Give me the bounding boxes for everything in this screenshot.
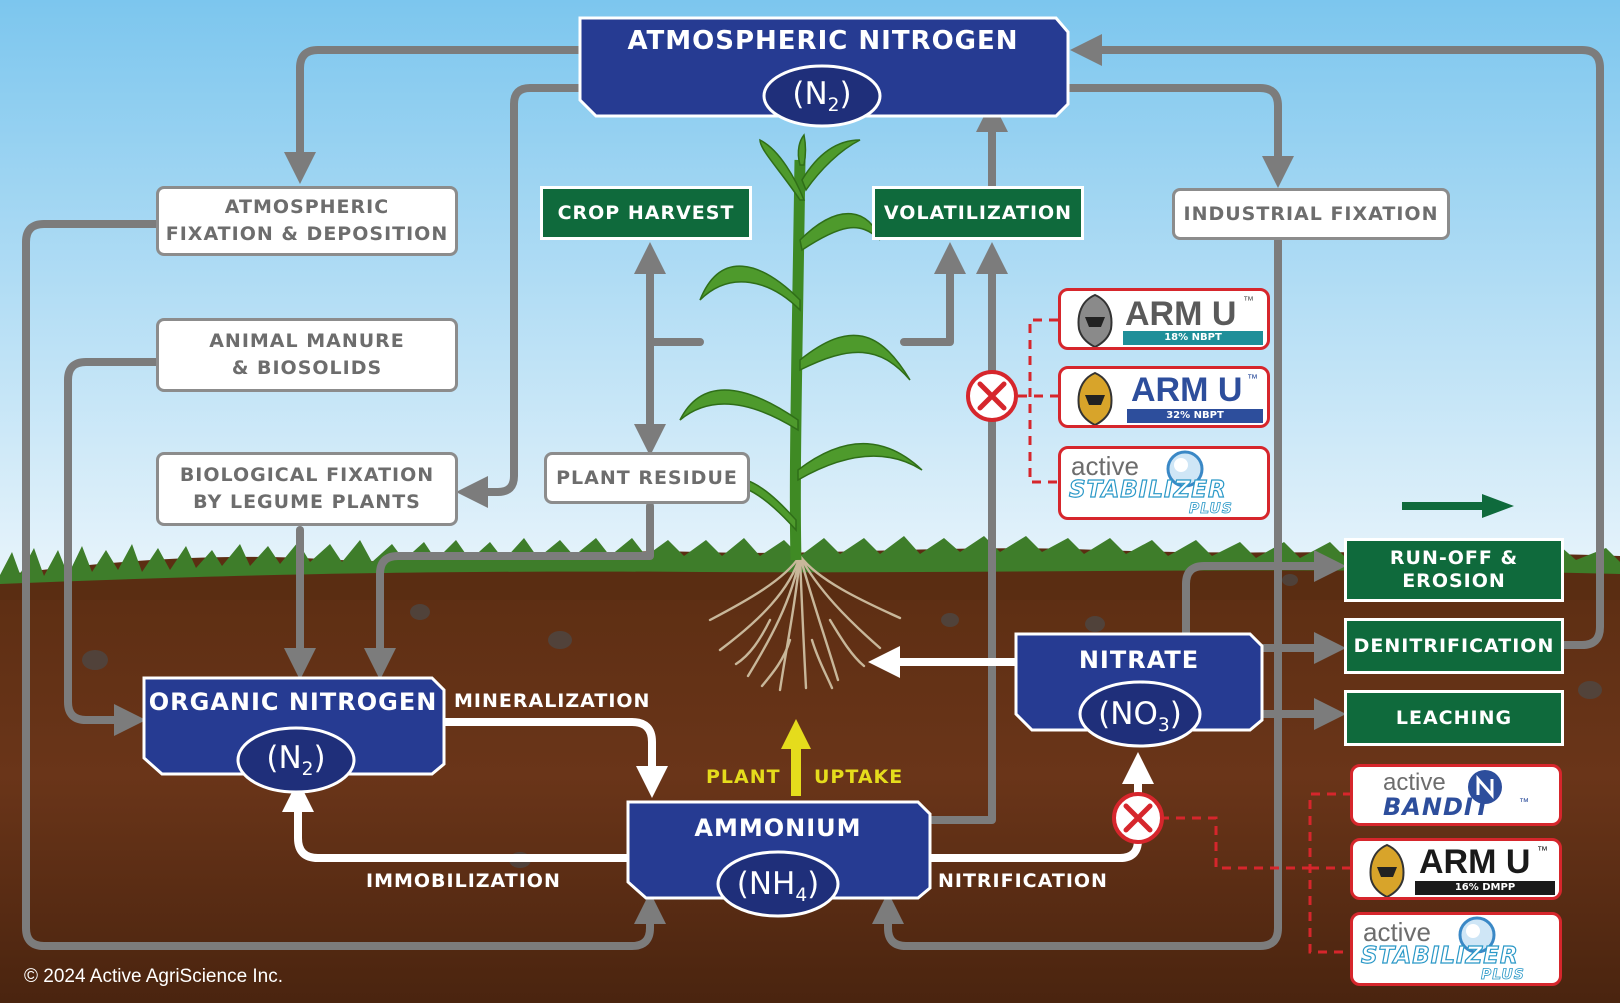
soil-stones — [82, 574, 1602, 868]
ammonium-formula: (NH4) — [736, 866, 820, 907]
arm-u-16-tag: 16% DMPP — [1415, 881, 1555, 895]
arrow-industrial-to-ammonium — [872, 232, 1282, 950]
arm-u-16-name: ARM U — [1419, 843, 1531, 881]
copyright: © 2024 Active AgriScience Inc. — [24, 966, 284, 987]
organic-nitrogen-box — [142, 676, 446, 794]
arrow-plant-to-volatilization — [900, 242, 966, 346]
plant-residue-box: PLANT RESIDUE — [544, 452, 750, 504]
industrial-fixation-box: INDUSTRIAL FIXATION — [1172, 188, 1450, 240]
arm-u-18-name: ARM U — [1125, 295, 1237, 333]
nitrification-label: NITRIFICATION — [938, 870, 1108, 892]
globe-n-icon — [1468, 770, 1502, 804]
product-arm-u-32: ARM U ™ 32% NBPT — [1058, 366, 1270, 428]
product-active-bandit: active BANDIT ™ — [1350, 764, 1562, 826]
roots — [708, 554, 902, 692]
white-flow-arrows — [282, 646, 1154, 862]
stabilizer-bottom-line1: active — [1363, 917, 1431, 947]
runoff-line2: EROSION — [1402, 570, 1506, 592]
stabilizer-bottom-line3: PLUS — [1481, 967, 1525, 983]
arm-u-32-name: ARM U — [1131, 371, 1243, 409]
runoff-box: RUN-OFF & EROSION — [1344, 538, 1564, 602]
atmospheric-fixation-box: ATMOSPHERIC FIXATION & DEPOSITION — [156, 186, 458, 256]
industrial-fixation-label: INDUSTRIAL FIXATION — [1183, 202, 1439, 225]
atmospheric-fixation-line2: FIXATION & DEPOSITION — [165, 223, 449, 245]
animal-manure-line2: & BIOSOLIDS — [231, 357, 383, 379]
arrow-manure-to-organic — [64, 358, 162, 736]
biological-fixation-box: BIOLOGICAL FIXATION BY LEGUME PLANTS — [156, 452, 458, 526]
stabilizer-top-line2: STABILIZER — [1068, 476, 1227, 503]
arrow-immobilization — [282, 780, 630, 862]
grass-dark-band — [0, 570, 1620, 600]
runoff-line1: RUN-OFF & — [1389, 547, 1519, 569]
denitrification-box: DENITRIFICATION — [1344, 618, 1564, 674]
biological-fixation-line1: BIOLOGICAL FIXATION — [179, 464, 435, 486]
animal-manure-box: ANIMAL MANURE & BIOSOLIDS — [156, 318, 458, 392]
arm-u-18-tag: 18% NBPT — [1123, 331, 1263, 345]
leaching-label: LEACHING — [1395, 706, 1513, 729]
atmospheric-fixation-line1: ATMOSPHERIC — [224, 196, 390, 218]
arm-u-16-tm: ™ — [1537, 845, 1548, 857]
arrow-residue-to-organic — [364, 502, 654, 680]
globe-icon — [1166, 450, 1204, 488]
mineralization-label: MINERALIZATION — [454, 690, 651, 712]
arrow-mineralization — [444, 718, 668, 798]
stabilizer-bottom-line2: STABILIZER — [1360, 942, 1519, 969]
volatilization-box: VOLATILIZATION — [872, 186, 1084, 240]
arrow-denitrification-to-atm — [1070, 34, 1604, 649]
crop-harvest-label: CROP HARVEST — [557, 201, 735, 224]
ammonium-title: AMMONIUM — [694, 814, 862, 842]
product-arm-u-18: ARM U ™ 18% NBPT — [1058, 288, 1270, 350]
atmospheric-nitrogen-box — [578, 16, 1070, 128]
immobilization-label: IMMOBILIZATION — [366, 870, 561, 892]
nitrate-title: NITRATE — [1078, 646, 1200, 674]
arrow-atm-to-biological — [456, 84, 584, 508]
inhibitor-x-bottom — [1112, 792, 1164, 844]
bandit-line2: BANDIT — [1383, 793, 1492, 821]
arm-u-18-tm: ™ — [1243, 295, 1254, 307]
bandit-tm: ™ — [1519, 797, 1529, 808]
stabilizer-top-line3: PLUS — [1189, 501, 1233, 517]
stabilizer-top-line1: active — [1071, 451, 1139, 481]
bandit-line1: active — [1383, 769, 1446, 796]
atmospheric-nitrogen-title: ATMOSPHERIC NITROGEN — [627, 26, 1019, 56]
gray-flow-arrows — [22, 34, 1604, 950]
uptake-label: UPTAKE — [814, 766, 904, 788]
globe-icon — [1458, 916, 1496, 954]
nitrate-formula: (NO3) — [1098, 696, 1182, 737]
atmospheric-nitrogen-formula: (N2) — [792, 76, 852, 117]
helmet-icon — [1369, 843, 1405, 897]
arrow-ammonium-to-volatilization — [926, 242, 1008, 824]
organic-nitrogen-formula: (N2) — [266, 740, 326, 781]
animal-manure-line1: ANIMAL MANURE — [209, 330, 405, 352]
nitrate-box — [1014, 632, 1264, 748]
arrow-atm-to-fixation — [284, 46, 584, 184]
biological-fixation-line2: BY LEGUME PLANTS — [193, 491, 421, 513]
leaching-box: LEACHING — [1344, 690, 1564, 746]
organic-nitrogen-title: ORGANIC NITROGEN — [148, 688, 438, 716]
helmet-icon — [1077, 293, 1113, 347]
volatilization-label: VOLATILIZATION — [883, 201, 1073, 224]
plant-residue-label: PLANT RESIDUE — [556, 466, 738, 489]
arrow-atm-to-industrial — [1066, 84, 1294, 188]
ammonium-box — [626, 800, 932, 918]
crop-harvest-box: CROP HARVEST — [540, 186, 752, 240]
arm-u-32-tag: 32% NBPT — [1127, 409, 1263, 423]
denitrification-label: DENITRIFICATION — [1353, 634, 1555, 657]
product-active-stabilizer-plus-top: active STABILIZER PLUS — [1058, 446, 1270, 520]
inhibitor-x-top — [966, 370, 1018, 422]
arrow-fixation-to-ammonium — [22, 220, 666, 950]
arm-u-32-tm: ™ — [1247, 373, 1258, 385]
arrow-nitrate-to-runoff — [1182, 550, 1346, 640]
helmet-icon — [1077, 371, 1113, 425]
plant-label: PLANT — [706, 766, 781, 788]
product-arm-u-16: ARM U ™ 16% DMPP — [1350, 838, 1562, 900]
product-active-stabilizer-plus-bottom: active STABILIZER PLUS — [1350, 912, 1562, 986]
inhibitor-lines — [1018, 318, 1352, 954]
